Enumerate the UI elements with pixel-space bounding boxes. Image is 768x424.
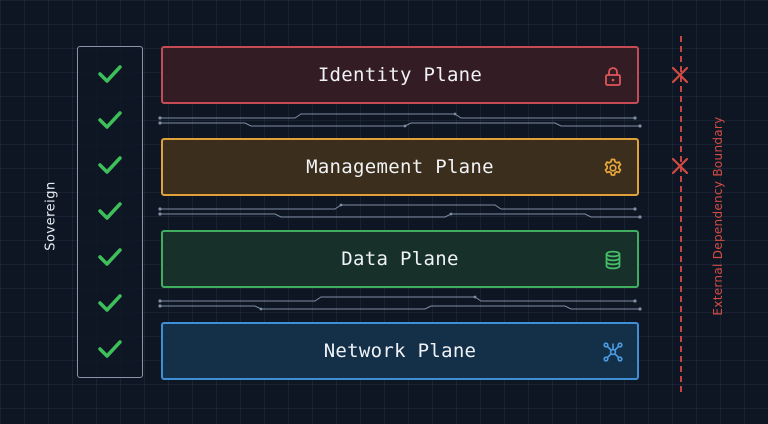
- external-dependency-boundary-line: [680, 36, 682, 392]
- circuit-connector: [158, 295, 642, 311]
- blocked-x-icon: [671, 66, 689, 84]
- plane-label: Network Plane: [323, 340, 477, 362]
- plane-label: Management Plane: [306, 156, 494, 178]
- sovereign-label: Sovereign: [43, 181, 59, 251]
- management-plane: Management Plane: [161, 138, 639, 196]
- check-icon: [98, 65, 122, 83]
- boundary-label: External Dependency Boundary: [711, 116, 725, 316]
- check-icon: [98, 248, 122, 266]
- network-icon: [603, 342, 623, 362]
- circuit-connector: [158, 203, 642, 219]
- blocked-x-icon: [671, 157, 689, 175]
- data-plane: Data Plane: [161, 230, 639, 288]
- sovereign-check-column: [77, 46, 143, 378]
- check-icon: [98, 340, 122, 358]
- lock-icon: [605, 67, 621, 86]
- check-icon: [98, 202, 122, 220]
- gear-icon: [604, 158, 622, 176]
- database-icon: [605, 250, 621, 270]
- check-icon: [98, 156, 122, 174]
- plane-label: Data Plane: [341, 248, 459, 270]
- circuit-connector: [158, 112, 642, 128]
- network-plane: Network Plane: [161, 322, 639, 380]
- check-icon: [98, 294, 122, 312]
- identity-plane: Identity Plane: [161, 46, 639, 104]
- plane-label: Identity Plane: [317, 64, 483, 86]
- check-icon: [98, 111, 122, 129]
